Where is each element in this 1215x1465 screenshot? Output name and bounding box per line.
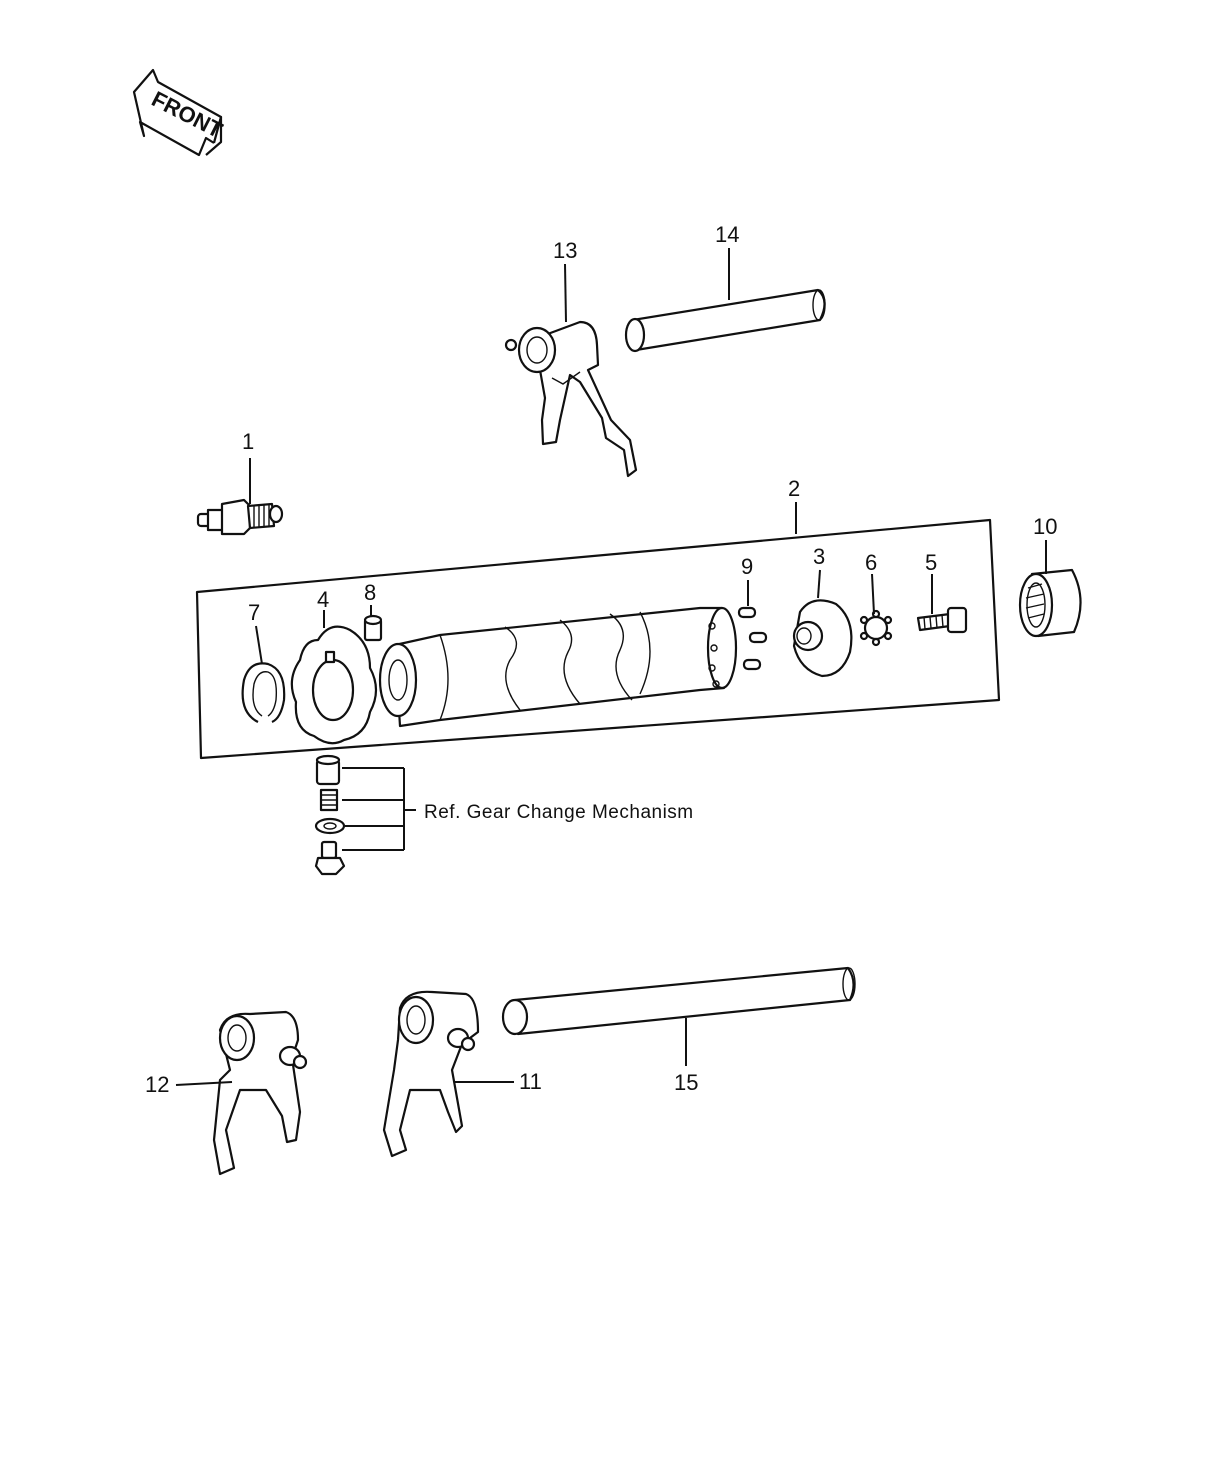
- callout-6: 6: [865, 550, 877, 575]
- callout-2: 2: [788, 476, 800, 501]
- callout-13: 13: [553, 238, 577, 263]
- needle-bearing-10: [1018, 568, 1082, 638]
- callout-12: 12: [145, 1072, 169, 1097]
- neutral-switch-1: [196, 498, 284, 536]
- front-direction-arrow-icon: FRONT: [132, 68, 227, 157]
- shift-fork-upper-13: [504, 320, 638, 478]
- callout-1: 1: [242, 429, 254, 454]
- shift-drum-body: [378, 606, 738, 728]
- callout-5: 5: [925, 550, 937, 575]
- shift-fork-12: [212, 1010, 308, 1176]
- pin-plate-6: [859, 609, 893, 647]
- callout-14: 14: [715, 222, 739, 247]
- shift-fork-11: [382, 990, 480, 1158]
- ref-bracket: [342, 767, 416, 851]
- stopper-plate-4: [290, 625, 378, 745]
- fork-shaft-14: [624, 288, 826, 353]
- ref-gear-change-parts: [314, 754, 346, 876]
- callout-4: 4: [317, 587, 329, 612]
- callout-3: 3: [813, 544, 825, 569]
- callout-7: 7: [248, 600, 260, 625]
- dowel-pins-9: [737, 606, 768, 671]
- bolt-5: [916, 606, 968, 634]
- reference-note: Ref. Gear Change Mechanism: [424, 802, 694, 823]
- pin-8: [363, 614, 383, 642]
- callout-8: 8: [364, 580, 376, 605]
- callout-15: 15: [674, 1070, 698, 1095]
- callout-9: 9: [741, 554, 753, 579]
- circlip-7: [241, 662, 286, 724]
- callout-10: 10: [1033, 514, 1057, 539]
- cam-plate-3: [792, 599, 853, 678]
- assembly-frame-2: [195, 518, 1001, 760]
- callout-11: 11: [519, 1069, 542, 1094]
- fork-shaft-15: [501, 966, 856, 1036]
- leader-lines: [175, 248, 1047, 1086]
